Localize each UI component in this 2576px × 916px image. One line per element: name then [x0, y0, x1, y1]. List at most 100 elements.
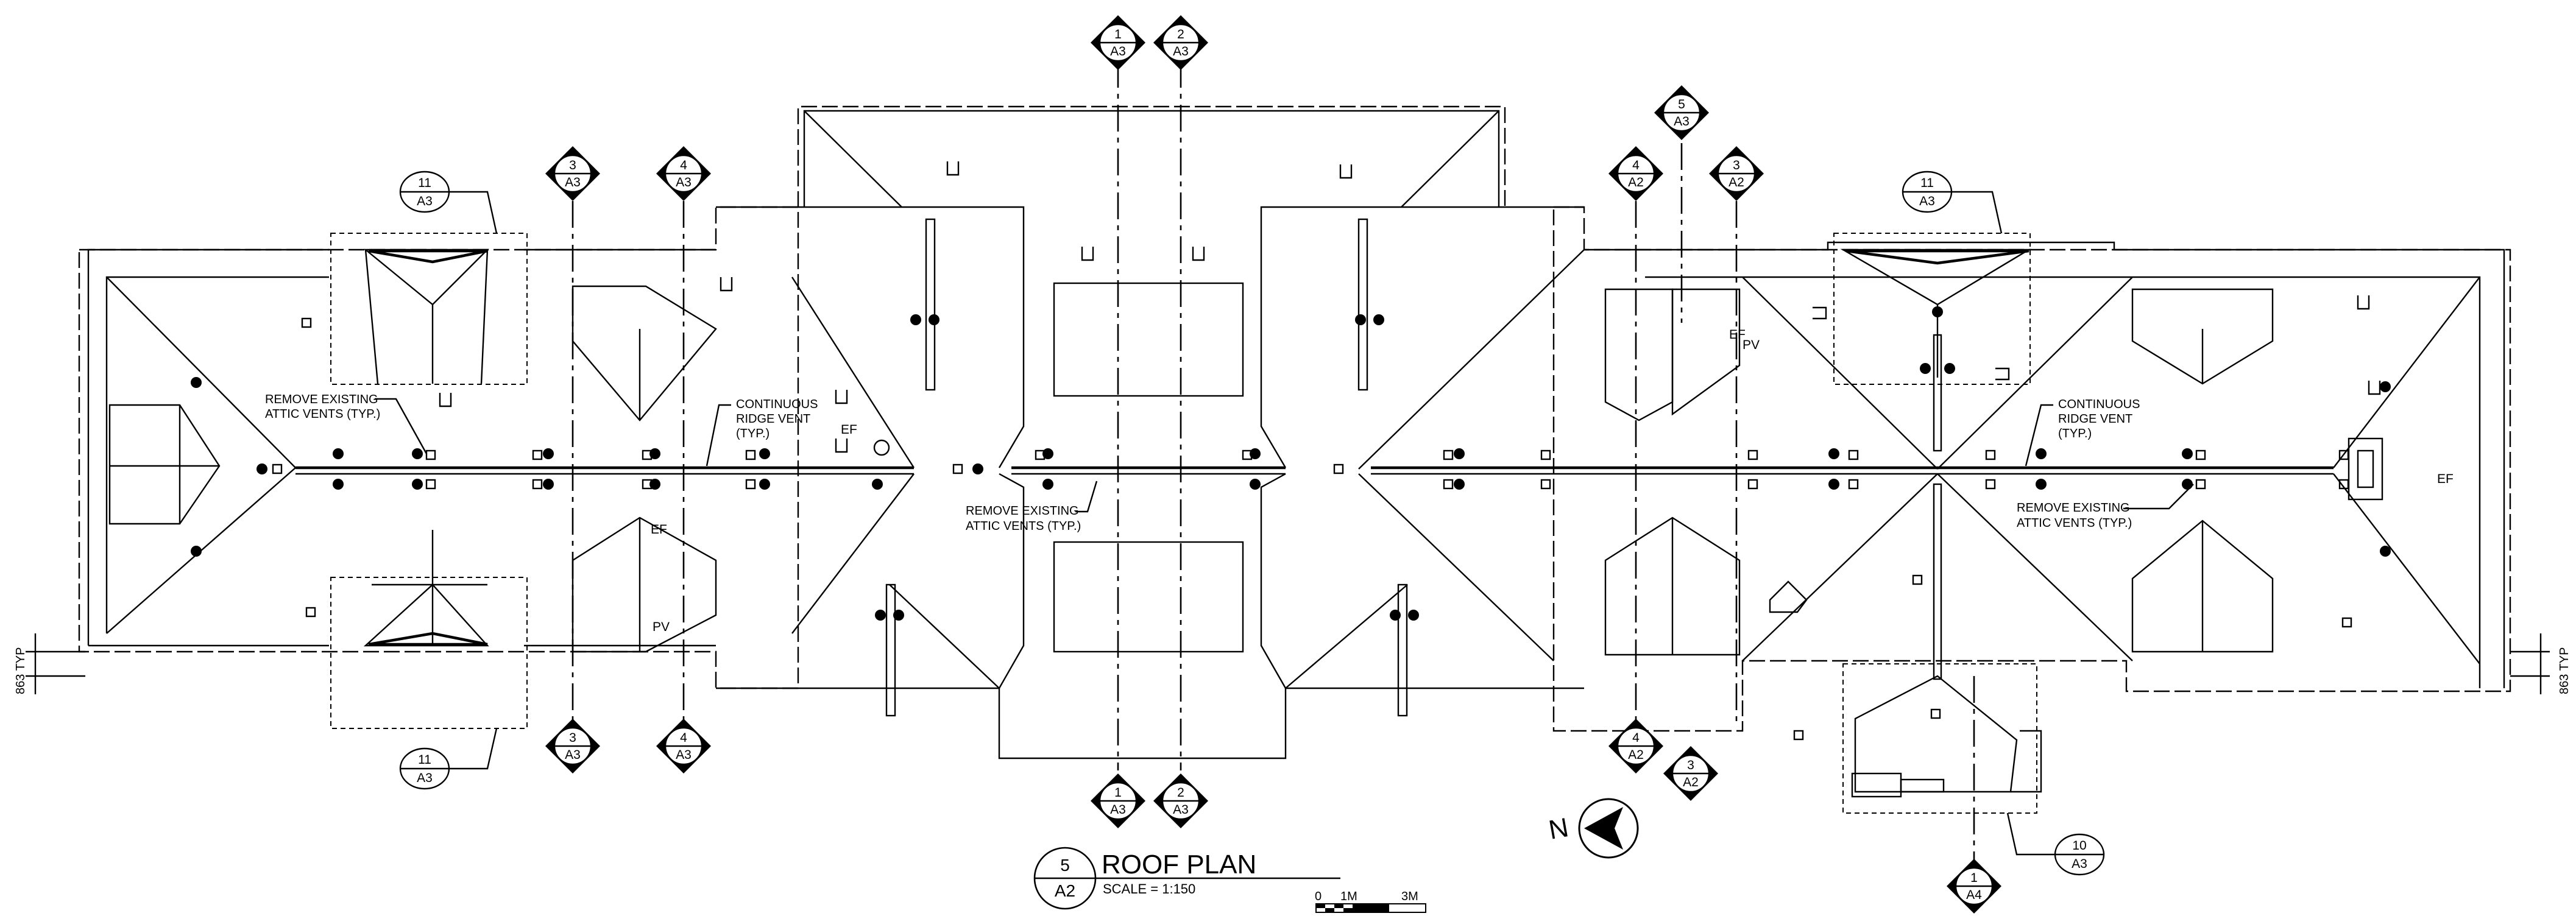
section-number: 4: [680, 731, 687, 745]
section-sheet: A2: [1683, 775, 1699, 789]
drawing-scale: SCALE = 1:150: [1103, 881, 1195, 897]
vent-dots: [191, 306, 2391, 621]
dimension-text: 863 TYP: [14, 647, 27, 694]
section-sheet: A2: [1628, 748, 1644, 762]
section-marker[interactable]: 3 A2: [1663, 746, 1718, 801]
detail-boundaries: [330, 233, 2037, 814]
north-label: N: [1546, 812, 1571, 845]
north-arrow: N: [1546, 798, 1639, 859]
note-text: REMOVE EXISTING: [966, 504, 1079, 518]
detail-callout[interactable]: 11 A3: [399, 171, 498, 234]
section-marker[interactable]: 4 A2: [1608, 146, 1663, 201]
section-number: 4: [1632, 731, 1640, 745]
detail-number: 11: [1920, 176, 1934, 190]
note-remove-vents-east: REMOVE EXISTING ATTIC VENTS (TYP.): [2017, 484, 2194, 530]
detail-sheet: A3: [2072, 857, 2087, 871]
scale-bar-label: 3M: [1401, 890, 1418, 903]
east-wing-roof: [1358, 206, 2511, 798]
section-number: 3: [1733, 158, 1740, 172]
note-text: RIDGE VENT: [736, 412, 810, 426]
note-ridge-vent-east: CONTINUOUS RIDGE VENT (TYP.): [2025, 398, 2140, 467]
section-sheet: A3: [1110, 44, 1126, 58]
section-sheet: A3: [565, 175, 581, 189]
scale-bar-label: 0: [1315, 890, 1322, 903]
section-cut-lines: [571, 61, 1975, 865]
section-number: 3: [569, 731, 576, 745]
section-number: 1: [1114, 27, 1122, 41]
section-marker[interactable]: 2 A3: [1153, 15, 1208, 70]
note-text: ATTIC VENTS (TYP.): [966, 520, 1081, 533]
note-ridge-vent-west: CONTINUOUS RIDGE VENT (TYP.): [706, 398, 818, 467]
note-remove-vents-west: REMOVE EXISTING ATTIC VENTS (TYP.): [265, 393, 428, 454]
section-marker[interactable]: 4 A3: [656, 719, 711, 773]
detail-number: 11: [418, 753, 431, 767]
detail-number: 10: [2072, 839, 2086, 853]
drawing-sheet: A2: [1055, 881, 1075, 900]
section-number: 2: [1177, 27, 1184, 41]
section-marker[interactable]: 3 A2: [1709, 146, 1764, 201]
section-number: 5: [1678, 97, 1685, 111]
drawing-number: 5: [1060, 856, 1070, 875]
section-number: 1: [1114, 786, 1122, 800]
dimension-west: 863 TYP: [14, 633, 85, 694]
section-marker[interactable]: 3 A3: [545, 719, 600, 773]
note-text: REMOVE EXISTING: [265, 393, 378, 406]
section-sheet: A4: [1966, 888, 1982, 902]
section-number: 4: [680, 158, 687, 172]
section-marker[interactable]: 4 A2: [1608, 719, 1663, 773]
section-marker[interactable]: 3 A3: [545, 146, 600, 201]
drawing-title-block: 5 A2 ROOF PLAN SCALE = 1:150: [1033, 847, 1340, 910]
section-number: 3: [1687, 758, 1694, 772]
section-marker[interactable]: 1 A3: [1091, 773, 1145, 828]
scale-bar: 0 1M 3M: [1315, 890, 1426, 913]
detail-number: 11: [418, 176, 431, 190]
section-marker[interactable]: 4 A3: [656, 146, 711, 201]
section-sheet: A2: [1628, 175, 1644, 189]
ef-label-2: EF: [651, 523, 667, 537]
note-text: ATTIC VENTS (TYP.): [265, 407, 380, 421]
section-marker[interactable]: 2 A3: [1153, 773, 1208, 828]
section-marker[interactable]: 1 A4: [1947, 859, 2001, 914]
section-marker[interactable]: 1 A3: [1091, 15, 1145, 70]
section-sheet: A3: [1110, 803, 1126, 817]
note-text: CONTINUOUS: [736, 398, 818, 411]
detail-sheet: A3: [1919, 194, 1935, 208]
detail-sheet: A3: [417, 771, 433, 785]
scale-bar-label: 1M: [1340, 890, 1357, 903]
section-number: 2: [1177, 786, 1184, 800]
ef-label-3: EF: [1729, 328, 1746, 342]
note-text: (TYP.): [736, 427, 770, 440]
dimension-text: 863 TYP: [2558, 647, 2571, 694]
note-text: (TYP.): [2058, 427, 2092, 440]
note-text: ATTIC VENTS (TYP.): [2017, 516, 2132, 530]
center-roof: [716, 105, 1584, 759]
note-text: RIDGE VENT: [2058, 412, 2132, 426]
section-number: 1: [1970, 871, 1978, 885]
detail-callout[interactable]: 11 A3: [399, 728, 498, 790]
dimension-east: 863 TYP: [2510, 633, 2571, 694]
detail-callout[interactable]: 11 A3: [1902, 171, 2003, 234]
section-sheet: A2: [1729, 175, 1744, 189]
section-sheet: A3: [676, 175, 692, 189]
drawing-title: ROOF PLAN: [1102, 850, 1256, 879]
detail-callout[interactable]: 10 A3: [2006, 812, 2105, 876]
note-remove-vents-center: REMOVE EXISTING ATTIC VENTS (TYP.): [966, 481, 1098, 533]
section-marker[interactable]: 5 A3: [1654, 85, 1709, 140]
note-text: CONTINUOUS: [2058, 398, 2140, 411]
section-sheet: A3: [1674, 114, 1690, 129]
section-number: 4: [1632, 158, 1640, 172]
existing-vents: [272, 317, 2352, 741]
note-text: REMOVE EXISTING: [2017, 501, 2130, 515]
section-sheet: A3: [565, 748, 581, 762]
pv-label-2: PV: [1743, 338, 1760, 352]
section-sheet: A3: [676, 748, 692, 762]
section-sheet: A3: [1173, 803, 1189, 817]
ef-label-1: EF: [841, 423, 857, 437]
detail-sheet: A3: [417, 194, 433, 208]
equipment-labels: EF EF PV EF PV EF: [651, 328, 2454, 634]
section-number: 3: [569, 158, 576, 172]
west-wing-roof: [78, 206, 915, 689]
ef-label-4: EF: [2437, 472, 2454, 486]
plumbing-vents: [439, 161, 2381, 453]
